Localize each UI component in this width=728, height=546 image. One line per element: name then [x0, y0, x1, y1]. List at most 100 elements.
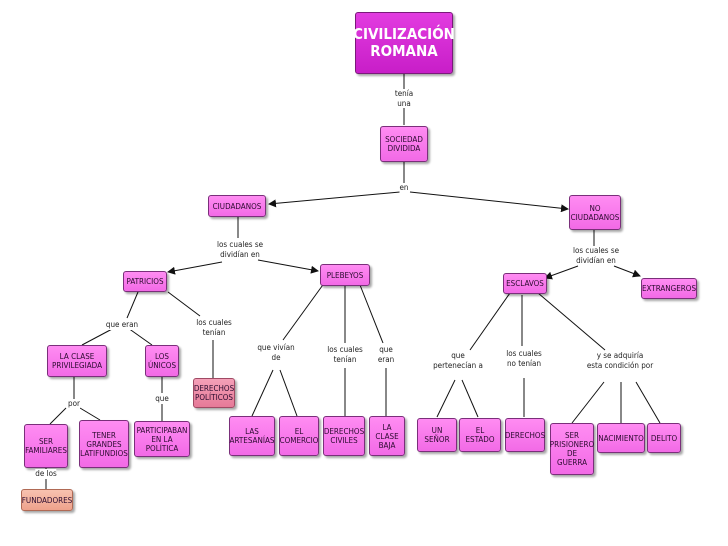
edge-patricios-queeran — [126, 291, 139, 319]
prisionero-l3: DE GUERRA — [557, 449, 587, 467]
label-qv-l1: que vivían — [257, 343, 295, 352]
edge-label-esclavos — [544, 265, 579, 280]
node-los-unicos: LOS ÚNICOS — [145, 345, 179, 377]
edge-vivian-artes — [251, 369, 274, 417]
edge-esc-pertenecian — [469, 292, 511, 351]
derechos-pol-l1: DERECHOS — [193, 384, 235, 393]
particip-l1: PARTICIPABAN — [136, 425, 188, 435]
clase-priv-l2: PRIVILEGIADA — [51, 361, 102, 370]
derechos-pol-l2: POLÍTICOS — [195, 393, 233, 402]
artesanias-l1: LAS — [245, 427, 259, 436]
tener-l1: TENER — [92, 430, 116, 440]
edge-en-nociudadanos — [409, 191, 569, 213]
clase-priv-l1: LA CLASE — [59, 352, 95, 361]
edge-label-patricios — [167, 261, 223, 275]
node-comercio: EL COMERCIO — [279, 416, 319, 456]
sociedad-l1: SOCIEDAD — [385, 135, 423, 144]
node-patricios: PATRICIOS — [123, 271, 167, 292]
label-tenia-l1: tenía — [394, 89, 414, 98]
unicos-l1: LOS — [155, 352, 169, 361]
node-nacimiento: NACIMIENTO — [597, 423, 645, 453]
label-ct-l2: tenían — [202, 327, 226, 337]
edge-adq-delito — [635, 381, 661, 424]
edge-pleb-eran — [359, 284, 384, 344]
edge-label-extranjeros — [613, 265, 641, 278]
clase-baja-l2: BAJA — [378, 440, 396, 450]
edge-esc-adquiria — [537, 292, 606, 351]
label-cuales-tenian-2: los cuales tenían — [327, 345, 363, 364]
root-line2: ROMANA — [370, 42, 438, 60]
label-cd2-l1: los cuales se — [572, 246, 620, 255]
node-derechos-civiles: DERECHOS CIVILES — [323, 416, 365, 456]
label-ct2-l2: tenían — [333, 354, 357, 364]
edge-pert-senor — [436, 379, 456, 418]
label-adquiria: y se adquiría esta condición por — [586, 351, 654, 370]
edge-en-ciudadanos — [268, 191, 401, 208]
unicos-l2: ÚNICOS — [147, 361, 177, 370]
node-prisionero-guerra: SER PRISIONERO DE GUERRA — [550, 423, 594, 475]
node-esclavos: ESCLAVOS — [503, 273, 547, 294]
edge-pert-estado — [461, 379, 479, 418]
node-civilizacion-romana: CIVILIZACIÓN ROMANA — [353, 12, 455, 74]
prisionero-l1: SER — [564, 431, 580, 440]
comercio-l2: COMERCIO — [279, 436, 319, 445]
label-adq-l2: esta condición por — [586, 360, 654, 370]
edge-vivian-comercio — [279, 369, 298, 417]
label-qp-l1: que — [451, 351, 465, 360]
artesanias-l2: ARTESANÍAS — [229, 436, 275, 445]
label-cd1-l2: dividían en — [220, 249, 260, 259]
ser-fam-l2: FAMILIARES — [25, 446, 67, 455]
label-ct-l1: los cuales — [196, 318, 232, 327]
label-por: por — [68, 399, 80, 409]
edge-queeran-clase — [81, 327, 115, 346]
node-ser-familiares: SER FAMILIARES — [24, 424, 68, 468]
label-que-eran: que eran — [105, 320, 139, 330]
node-participaban: PARTICIPABAN EN LA POLÍTICA — [134, 421, 190, 457]
edge-queeran-unicos — [127, 327, 153, 346]
label-qe2-l1: que — [379, 345, 393, 354]
label-que-eran-2: que eran — [377, 345, 395, 364]
node-plebeyos: PLEBEYOS — [320, 264, 370, 286]
node-clase-baja: LA CLASE BAJA — [369, 416, 405, 456]
sociedad-l2: DIVIDIDA — [387, 144, 421, 153]
label-que-pertenecian: que pertenecían a — [433, 351, 483, 370]
label-cd2-l2: dividían en — [576, 255, 616, 265]
label-cnt-l1: los cuales — [506, 349, 542, 358]
label-qe2-l2: eran — [377, 354, 395, 364]
node-sociedad-dividida: SOCIEDAD DIVIDIDA — [380, 126, 428, 162]
node-derechos: DERECHOS — [505, 418, 545, 452]
label-cuales-tenian: los cuales tenían — [196, 318, 232, 337]
comercio-l1: EL — [294, 427, 304, 436]
edge-adq-prisionero — [571, 381, 605, 424]
derechos-civ-l2: CIVILES — [330, 436, 358, 445]
clase-baja-l1: LA CLASE — [375, 422, 399, 441]
derechos-civ-l1: DERECHOS — [323, 427, 365, 436]
ser-fam-l1: SER — [38, 437, 54, 446]
particip-l2: EN LA POLÍTICA — [145, 434, 179, 453]
label-cnt-l2: no tenían — [506, 358, 542, 368]
node-extranjeros: EXTRANGEROS — [641, 278, 697, 299]
node-clase-privilegiada: LA CLASE PRIVILEGIADA — [47, 345, 107, 377]
label-de-los: de los — [35, 469, 57, 479]
node-delito: DELITO — [647, 423, 681, 453]
node-no-ciudadanos: NO CIUDADANOS — [569, 195, 621, 230]
label-adq-l1: y se adquiría — [596, 351, 644, 360]
edge-por-tener — [79, 407, 101, 421]
node-un-senor: UN SEÑOR — [417, 418, 457, 452]
label-tenia-l2: una — [397, 98, 411, 108]
no-ciud-l2: CIUDADANOS — [570, 212, 620, 222]
node-derechos-politicos: DERECHOS POLÍTICOS — [193, 378, 235, 408]
label-cuales-no-tenian: los cuales no tenían — [506, 349, 542, 368]
no-ciud-l1: NO — [589, 203, 601, 213]
edge-pleb-vivian — [282, 281, 326, 341]
label-que-vivian: que vivían de — [257, 343, 295, 362]
label-que: que — [155, 394, 169, 404]
node-artesanias: LAS ARTESANÍAS — [229, 416, 275, 456]
label-cuales-dividian-1: los cuales se dividían en — [216, 240, 264, 259]
edge-por-ser — [49, 407, 67, 425]
label-cd1-l1: los cuales se — [216, 240, 264, 249]
node-el-estado: EL ESTADO — [459, 418, 501, 452]
edge-label-plebeyos — [257, 259, 319, 274]
label-en: en — [399, 183, 409, 193]
